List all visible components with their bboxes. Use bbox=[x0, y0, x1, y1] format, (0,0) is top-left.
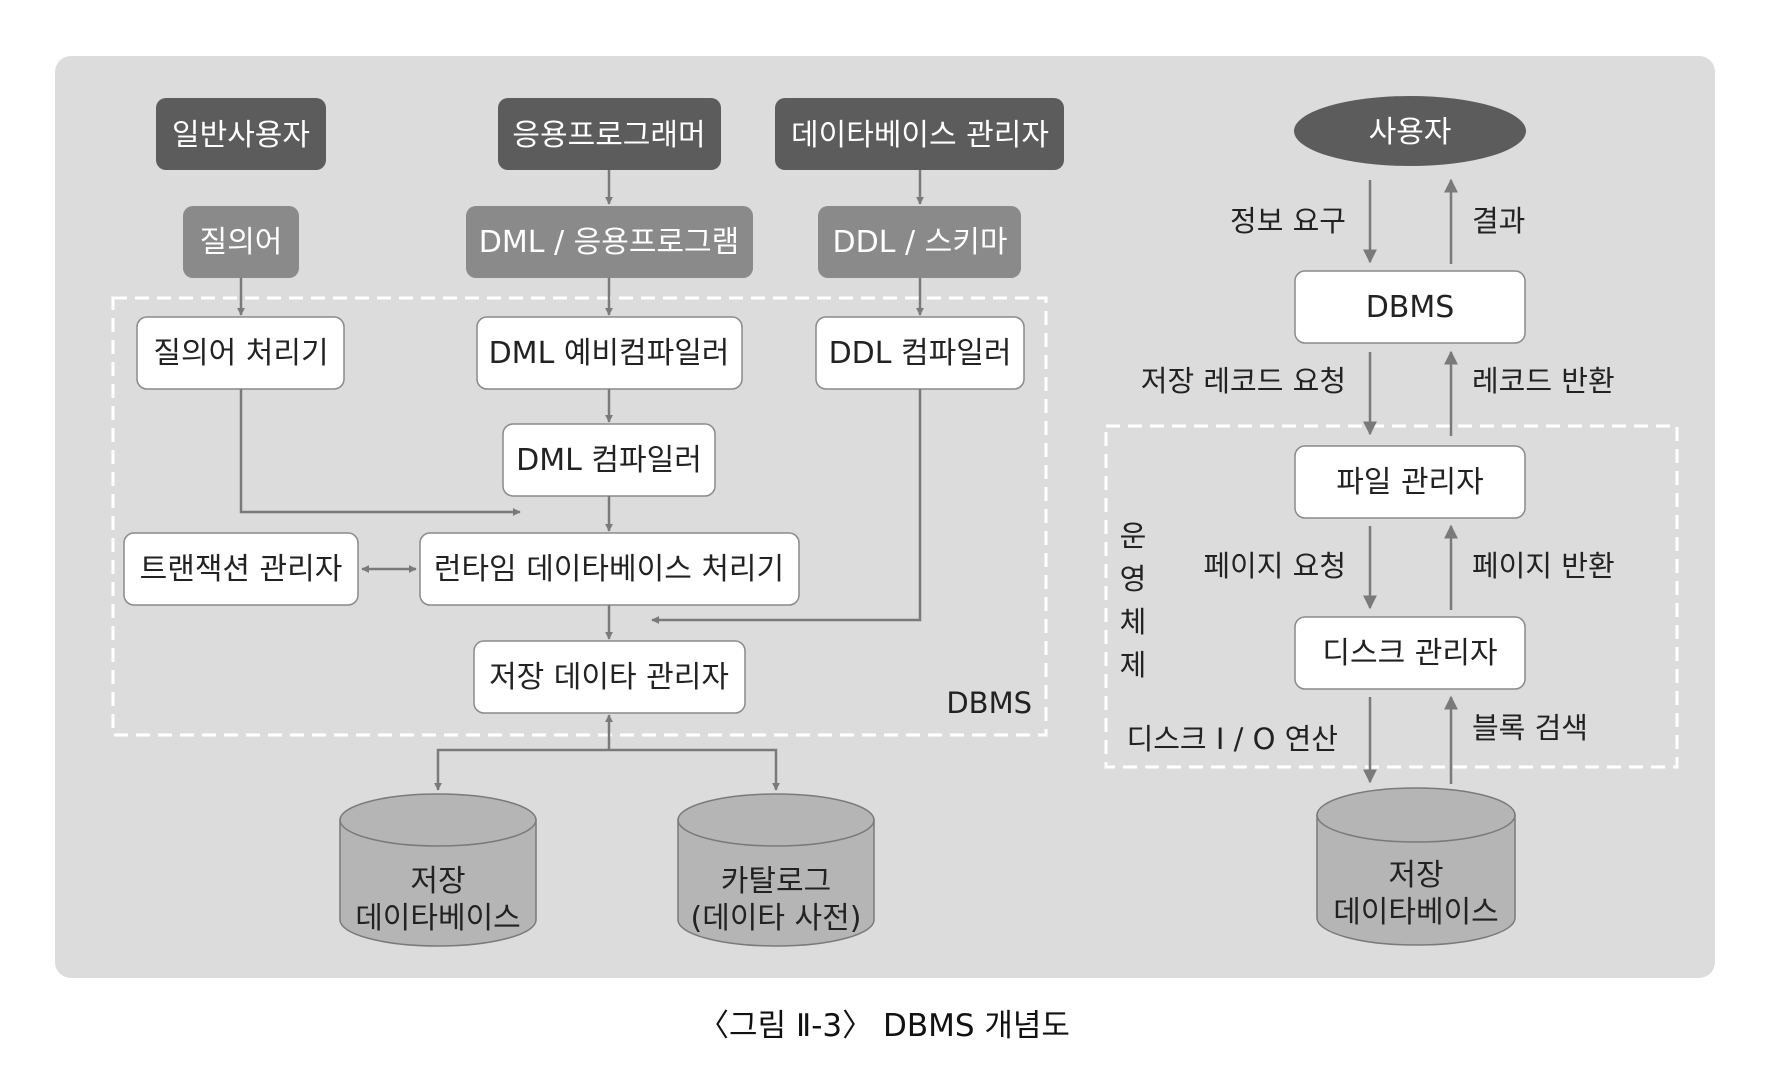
os-label-char-3: 체 bbox=[1120, 605, 1147, 639]
dbms-flow-arrows bbox=[237, 170, 924, 791]
app-programmer-box: 응용프로그래머 bbox=[498, 98, 721, 170]
catalog-label-2: (데이타 사전) bbox=[691, 901, 862, 936]
figure-caption: 〈그림 Ⅱ-3〉 DBMS 개념도 bbox=[698, 1008, 1070, 1044]
dml-precompiler-box: DML 예비컴파일러 bbox=[476, 316, 743, 390]
query-processor-label: 질의어 처리기 bbox=[153, 336, 328, 371]
disk-manager-box: 디스크 관리자 bbox=[1294, 616, 1526, 690]
dml-program-label: DML / 응용프로그램 bbox=[479, 225, 739, 260]
info-request-label: 정보 요구 bbox=[1230, 204, 1346, 238]
os-storage-db-label-1: 저장 bbox=[1388, 858, 1443, 893]
storage-manager-box: 저장 데이타 관리자 bbox=[473, 640, 746, 714]
user-ellipse: 사용자 bbox=[1294, 96, 1526, 166]
os-label-char-2: 영 bbox=[1120, 562, 1147, 596]
catalog-label-1: 카탈로그 bbox=[721, 864, 831, 899]
db-admin-label: 데이타베이스 관리자 bbox=[791, 118, 1049, 153]
db-admin-box: 데이타베이스 관리자 bbox=[775, 98, 1064, 170]
ddl-compiler-label: DDL 컴파일러 bbox=[829, 336, 1012, 371]
page-return-label: 페이지 반환 bbox=[1472, 549, 1615, 583]
os-storage-db-cylinder: 저장 데이타베이스 bbox=[1316, 787, 1516, 946]
ddl-schema-box: DDL / 스키마 bbox=[818, 206, 1021, 278]
os-boundary bbox=[1104, 424, 1679, 769]
arrow-ddl-to-storage bbox=[651, 389, 922, 624]
transaction-manager-label: 트랜잭션 관리자 bbox=[140, 552, 343, 587]
storage-manager-label: 저장 데이타 관리자 bbox=[489, 660, 729, 695]
os-label-char-4: 제 bbox=[1120, 648, 1147, 682]
disk-io-label: 디스크 I / O 연산 bbox=[1127, 722, 1338, 756]
dbms-boundary-label: DBMS bbox=[946, 686, 1032, 720]
ddl-schema-label: DDL / 스키마 bbox=[833, 225, 1008, 260]
general-user-box: 일반사용자 bbox=[156, 98, 326, 170]
os-storage-db-label-2: 데이타베이스 bbox=[1333, 895, 1499, 930]
record-return-label: 레코드 반환 bbox=[1472, 364, 1615, 398]
dbms-box-label: DBMS bbox=[1366, 290, 1455, 325]
result-label: 결과 bbox=[1472, 204, 1525, 238]
storage-db-label-2: 데이타베이스 bbox=[355, 901, 521, 936]
store-record-request-label: 저장 레코드 요청 bbox=[1141, 364, 1346, 398]
os-flow-arrows bbox=[1363, 178, 1458, 784]
file-manager-label: 파일 관리자 bbox=[1336, 465, 1484, 500]
runtime-processor-label: 런타임 데이타베이스 처리기 bbox=[434, 552, 784, 587]
os-label-char-1: 운 bbox=[1120, 519, 1147, 553]
query-input-box: 질의어 bbox=[183, 206, 299, 278]
ddl-compiler-box: DDL 컴파일러 bbox=[815, 316, 1025, 390]
file-manager-box: 파일 관리자 bbox=[1294, 445, 1526, 519]
catalog-cylinder: 카탈로그 (데이타 사전) bbox=[677, 793, 875, 947]
arrow-to-catalog bbox=[609, 748, 780, 791]
dml-program-box: DML / 응용프로그램 bbox=[466, 206, 753, 278]
general-user-label: 일반사용자 bbox=[172, 118, 310, 153]
dbms-boundary bbox=[111, 296, 1048, 737]
app-programmer-label: 응용프로그래머 bbox=[512, 118, 705, 153]
dml-compiler-label: DML 컴파일러 bbox=[516, 443, 702, 478]
transaction-manager-box: 트랜잭션 관리자 bbox=[123, 532, 359, 606]
dbms-box: DBMS bbox=[1294, 270, 1526, 344]
user-label: 사용자 bbox=[1369, 115, 1452, 150]
page-request-label: 페이지 요청 bbox=[1203, 549, 1346, 583]
query-input-label: 질의어 bbox=[200, 225, 283, 260]
storage-db-cylinder: 저장 데이타베이스 bbox=[339, 793, 537, 947]
arrow-to-storage-db bbox=[434, 748, 609, 791]
arrow-query-to-runtime bbox=[239, 389, 521, 516]
storage-db-label-1: 저장 bbox=[410, 864, 465, 899]
dml-precompiler-label: DML 예비컴파일러 bbox=[489, 336, 730, 371]
runtime-processor-box: 런타임 데이타베이스 처리기 bbox=[419, 532, 800, 606]
query-processor-box: 질의어 처리기 bbox=[136, 316, 345, 390]
block-search-label: 블록 검색 bbox=[1472, 711, 1588, 745]
dml-compiler-box: DML 컴파일러 bbox=[502, 423, 716, 497]
disk-manager-label: 디스크 관리자 bbox=[1322, 636, 1497, 671]
